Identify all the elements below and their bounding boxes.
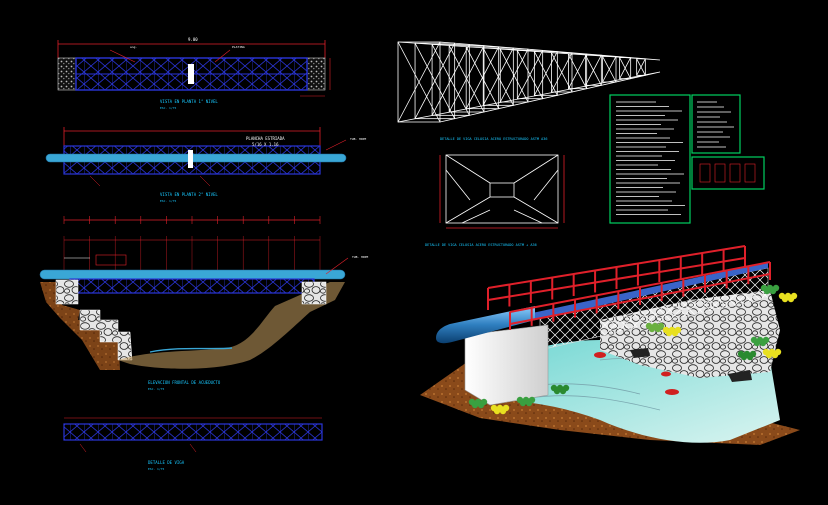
svg-text:PLATINA: PLATINA xyxy=(232,45,245,49)
elevation-title: ELEVACION FRONTAL DE ACUEDUCTO xyxy=(148,380,221,385)
iso-caption: DETALLE DE VIGA CELOSIA ACERO ESTRUCTURA… xyxy=(440,137,547,141)
elevation-scale: ESC. 1/75 xyxy=(148,387,164,391)
top-dimension-text: 9.00 xyxy=(188,37,198,42)
plan-title: VISTA EN PLANTA 1° NIVEL xyxy=(160,99,218,104)
plan-view-level-1: 9.00 ang. PLATINA VISTA EN PLANTA 1° NIV… xyxy=(57,37,331,110)
svg-text:ang.: ang. xyxy=(130,45,137,49)
detail-title: DETALLE DE VIGA xyxy=(148,460,185,465)
beam-detail: DETALLE DE VIGA ESC. 1/75 xyxy=(63,417,323,471)
notes-panels xyxy=(609,94,765,224)
truss-section: DETALLE DE VIGA CELOSIA ACERO ESTRUCTURA… xyxy=(425,154,565,247)
isometric-truss: DETALLE DE VIGA CELOSIA ACERO ESTRUCTURA… xyxy=(397,41,661,141)
plan-scale: ESC. 1/75 xyxy=(160,106,176,110)
pipe-label-2: TUB. HDPE xyxy=(352,255,368,259)
plan2-scale: ESC. 1/75 xyxy=(160,199,176,203)
plan-view-level-2: PLANCHA ESTRIADA 5/16 X 1.16 TUB. HDPE V… xyxy=(45,127,366,203)
front-elevation: TUB. HDPE ELEVACION FRONTAL DE ACUEDUCTO… xyxy=(39,216,368,391)
bridge-render xyxy=(420,245,800,445)
section-caption: DETALLE DE VIGA CELOSIA ACERO ESTRUCTURA… xyxy=(425,243,537,247)
plancha-spec: 5/16 X 1.16 xyxy=(252,142,279,147)
plancha-title: PLANCHA ESTRIADA xyxy=(246,136,285,141)
plan2-title: VISTA EN PLANTA 2° NIVEL xyxy=(160,192,218,197)
detail-scale: ESC. 1/75 xyxy=(148,467,164,471)
pipe-label-1: TUB. HDPE xyxy=(350,137,366,141)
